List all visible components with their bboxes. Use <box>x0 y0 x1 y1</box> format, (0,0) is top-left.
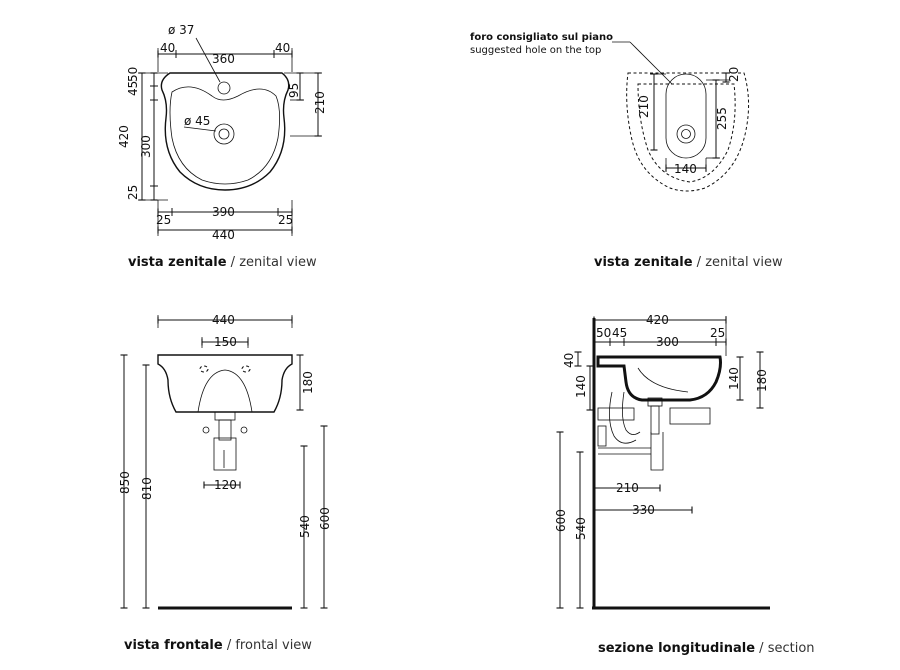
dim-600-section: 600 <box>554 509 568 532</box>
dim-tap-hole: ø 37 <box>168 23 194 37</box>
dim-top-left: 40 <box>160 41 175 55</box>
dim-180: 180 <box>301 371 315 394</box>
dim-25: 25 <box>710 326 725 340</box>
dim-210: 210 <box>637 95 651 118</box>
dim-120: 120 <box>214 478 237 492</box>
dim-left-50: 50 <box>126 67 140 82</box>
caption-top-right: vista zenitale / zenital view <box>594 255 783 270</box>
dim-600: 600 <box>318 507 332 530</box>
dim-top-mid: 360 <box>212 52 235 66</box>
dim-20: 20 <box>727 67 741 82</box>
section-view: 420 50 45 300 25 40 140 140 180 210 330 … <box>554 313 815 656</box>
tap-hole <box>217 81 231 95</box>
hole-note-it: foro consigliato sul piano <box>470 32 613 43</box>
dim-50: 50 <box>596 326 611 340</box>
dim-150: 150 <box>214 335 237 349</box>
dim-drain: ø 45 <box>184 114 210 128</box>
basin-front <box>157 354 293 413</box>
dim-bot-total: 440 <box>212 228 235 242</box>
dim-330: 330 <box>632 503 655 517</box>
dim-850: 850 <box>118 471 132 494</box>
basin-section <box>596 355 722 402</box>
dim-540: 540 <box>298 515 312 538</box>
dim-bot-left: 25 <box>156 213 171 227</box>
bowl-inner <box>169 86 280 185</box>
suggested-hole <box>665 73 707 159</box>
dim-40: 40 <box>562 353 576 368</box>
dim-bot-mid: 390 <box>212 205 235 219</box>
caption-bottom-right: sezione longitudinale / section <box>598 641 815 656</box>
dim-top-right: 40 <box>275 41 290 55</box>
dim-810: 810 <box>140 477 154 500</box>
dim-right-210: 210 <box>313 91 327 114</box>
dim-left-420: 420 <box>117 125 131 148</box>
dim-440: 440 <box>212 313 235 327</box>
basin-dashed-outline <box>626 72 750 192</box>
dim-540-section: 540 <box>574 517 588 540</box>
dim-left-300: 300 <box>139 135 153 158</box>
dim-45: 45 <box>612 326 627 340</box>
caption-bottom-left: vista frontale / frontal view <box>124 638 312 653</box>
top-view-left: ø 37 40 360 40 45 50 420 300 25 95 210 ø… <box>117 23 327 270</box>
dim-140-left: 140 <box>574 375 588 398</box>
top-view-right: foro consigliato sul piano suggested hol… <box>470 32 783 270</box>
dim-bot-right: 25 <box>278 213 293 227</box>
dim-right-95: 95 <box>287 83 301 98</box>
drain-inner <box>218 128 230 140</box>
basin-outline <box>160 72 290 191</box>
dim-140: 140 <box>674 162 697 176</box>
hole-note-en: suggested hole on the top <box>470 45 601 56</box>
dim-left-45: 45 <box>126 81 140 96</box>
dim-210-section: 210 <box>616 481 639 495</box>
dim-180-section: 180 <box>755 369 769 392</box>
drain-outer <box>213 123 235 145</box>
dim-left-25: 25 <box>126 185 140 200</box>
dim-300: 300 <box>656 335 679 349</box>
dim-140-right: 140 <box>727 367 741 390</box>
dim-255: 255 <box>715 107 729 130</box>
caption-top-left: vista zenitale / zenital view <box>128 255 317 270</box>
dim-420: 420 <box>646 313 669 327</box>
front-view: 440 150 180 120 850 810 540 600 vista fr… <box>118 313 332 653</box>
